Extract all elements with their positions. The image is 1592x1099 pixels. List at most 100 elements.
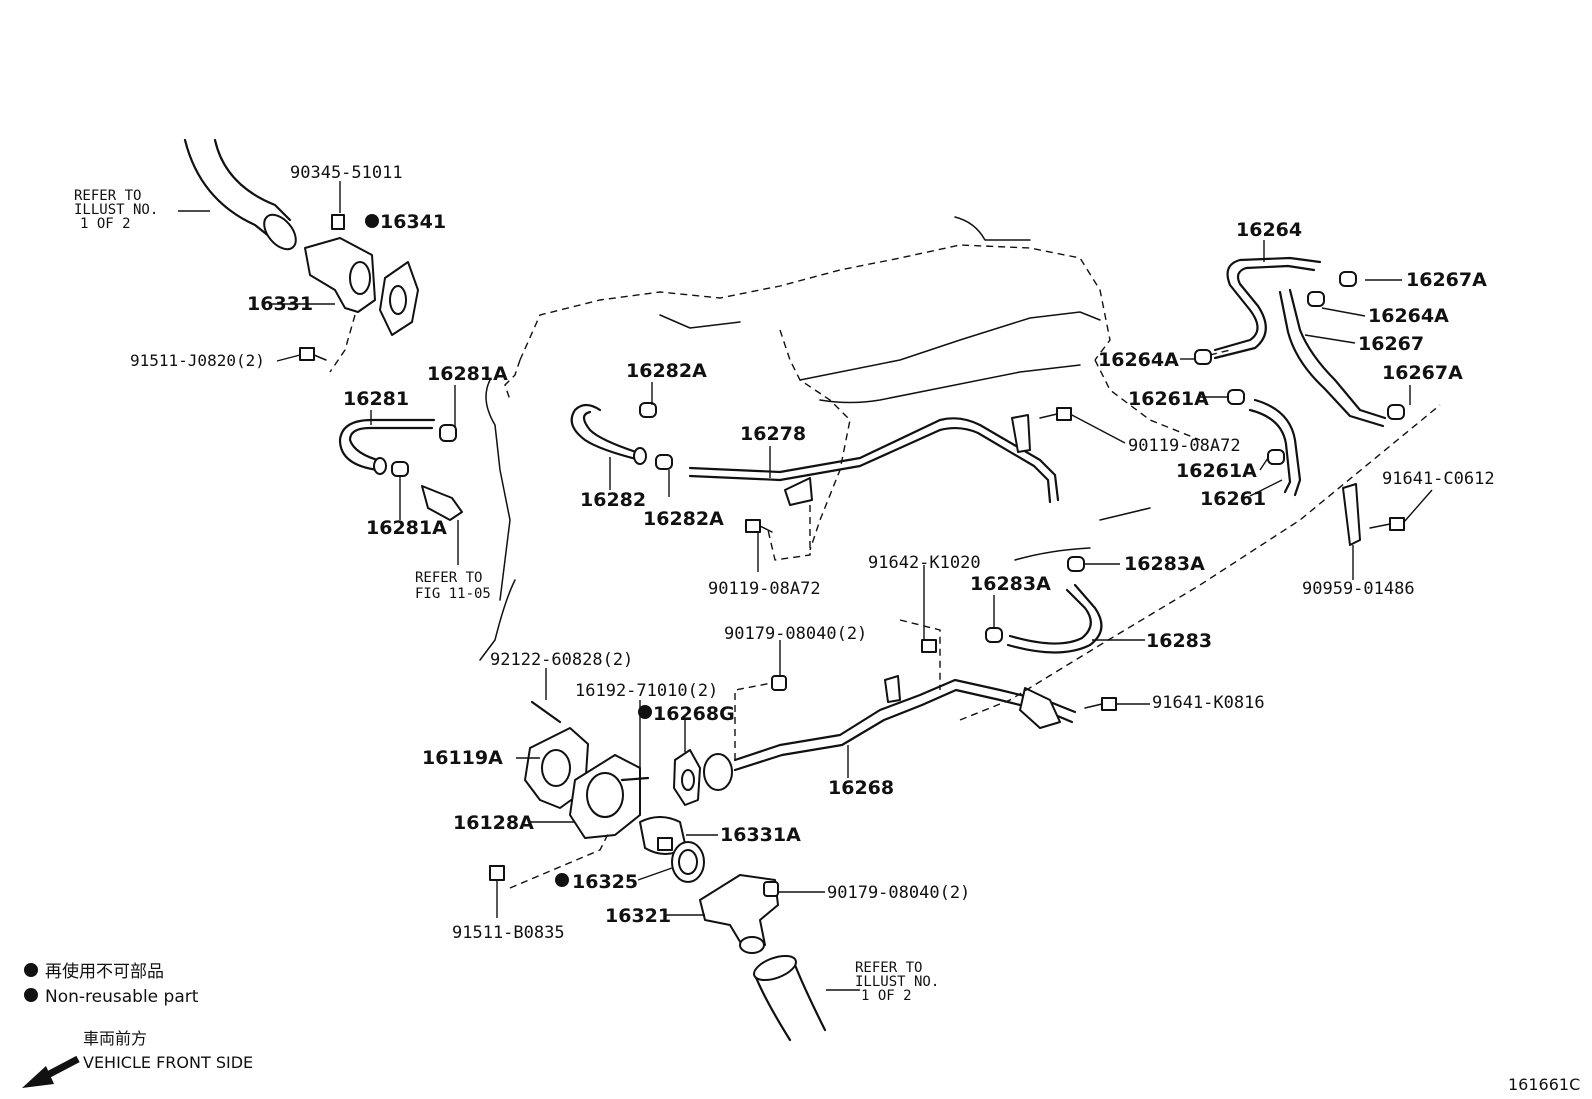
figure-code: 161661C [1508, 1075, 1580, 1094]
ref-bottom-1: REFER TO [855, 960, 922, 976]
label-16282: 16282 [580, 489, 646, 511]
nonreusable-bullet-16268g [638, 705, 652, 719]
label-16192-71010: 16192-71010(2) [575, 681, 718, 701]
label-16321: 16321 [605, 905, 671, 927]
engine-block-outline [479, 216, 1201, 661]
ref-fig-1: REFER TO [415, 570, 482, 586]
label-91641-k0816: 91641-K0816 [1152, 693, 1265, 713]
bracket-90959-01486 [1342, 483, 1361, 546]
bolt-91511-b0835 [489, 865, 505, 881]
dashed-connectors [329, 314, 1441, 889]
lower-radiator-hose [753, 954, 827, 1042]
stud-16192-71010 [620, 776, 650, 782]
label-16261a-mid: 16261A [1176, 460, 1257, 482]
clamp-16281a-top [439, 424, 457, 442]
clamp-16283a-left [985, 627, 1003, 643]
part-labels: REFER TO ILLUST NO. 1 OF 2 90345-51011 1… [74, 163, 1495, 1004]
housing-16128a [569, 754, 641, 839]
nut-90179-08040-top [771, 675, 787, 691]
label-16264a-right: 16264A [1368, 305, 1449, 327]
pipe-16268 [703, 675, 1077, 791]
label-91511-b0835: 91511-B0835 [452, 923, 565, 943]
clamp-16261a-mid [1267, 449, 1285, 465]
legend-front-en: VEHICLE FRONT SIDE [83, 1053, 253, 1072]
bolt-91641-k0816 [1084, 697, 1117, 711]
ref-top-left-1: REFER TO [74, 188, 141, 204]
ref-top-left-2: ILLUST NO. [74, 202, 158, 218]
label-91642-k1020: 91642-K1020 [868, 553, 981, 573]
label-16331a: 16331A [720, 824, 801, 846]
label-16341: 16341 [380, 211, 446, 233]
clamp-16282a-bottom [655, 454, 673, 470]
label-16283a-right: 16283A [1124, 553, 1205, 575]
label-16282a-bottom: 16282A [643, 508, 724, 530]
hose-16264 [1213, 256, 1322, 360]
clamp-16264a-left [1194, 349, 1212, 365]
ref-bottom-3: 1 OF 2 [861, 988, 912, 1004]
label-16283a-left: 16283A [970, 573, 1051, 595]
label-90179-08040-bottom: 90179-08040(2) [827, 883, 970, 903]
bolt-91511-j0820 [299, 347, 327, 361]
label-16331: 16331 [247, 293, 313, 315]
hose-16267 [1278, 288, 1387, 428]
gasket-16119a [524, 727, 589, 809]
hose-16261 [1248, 398, 1302, 497]
label-16261a-top: 16261A [1128, 388, 1209, 410]
water-inlet-16321 [699, 874, 779, 954]
clamp-16281a-bottom [391, 461, 409, 477]
nonreusable-bullet-16341 [365, 214, 379, 228]
gasket-16325 [671, 841, 705, 883]
clamp-16282a-top [639, 402, 657, 418]
clamp-16283a-right [1067, 556, 1085, 572]
label-16267a-mid: 16267A [1382, 362, 1463, 384]
gasket-16341 [379, 261, 419, 336]
nut-90179-08040-bottom [763, 881, 779, 897]
label-16281a-bottom: 16281A [366, 517, 447, 539]
legend-bullet-en [24, 988, 38, 1002]
label-16268g: 16268G [653, 703, 735, 725]
label-16281a-top: 16281A [427, 363, 508, 385]
label-92122-60828: 92122-60828(2) [490, 650, 633, 670]
legend-front-jp: 車両前方 [83, 1029, 147, 1048]
bolt-90119-08a72-upper [1039, 407, 1072, 421]
label-16128a: 16128A [453, 812, 534, 834]
label-16267a-top: 16267A [1406, 269, 1487, 291]
ref-top-left-3: 1 OF 2 [80, 216, 131, 232]
label-16267: 16267 [1358, 333, 1424, 355]
label-90179-08040-top: 90179-08040(2) [724, 624, 867, 644]
label-16268: 16268 [828, 777, 894, 799]
label-16278: 16278 [740, 423, 806, 445]
label-90119-08a72-lower: 90119-08A72 [708, 579, 821, 599]
clamp-16261a-top [1227, 389, 1245, 405]
label-16264a-left: 16264A [1098, 349, 1179, 371]
label-91641-c0612: 91641-C0612 [1382, 469, 1495, 489]
leader-lines [178, 181, 1433, 991]
fitting-ref-fig-11-05 [421, 485, 463, 521]
bolt-90119-08a72-lower [745, 519, 773, 533]
clamp-16267a-mid [1387, 404, 1405, 420]
legend-nonreusable-en: Non-reusable part [45, 987, 199, 1007]
legend-nonreusable-jp: 再使用不可部品 [45, 961, 164, 982]
hose-16281 [338, 418, 436, 475]
clamp-16267a-top [1339, 271, 1357, 287]
ref-fig-2: FIG 11-05 [415, 586, 491, 602]
stud-92122-60828 [530, 700, 562, 724]
label-16261: 16261 [1200, 488, 1266, 510]
label-90119-08a72-upper: 90119-08A72 [1128, 436, 1241, 456]
legend-bullet-jp [24, 963, 38, 977]
nonreusable-bullet-16325 [555, 873, 569, 887]
hose-16282 [570, 403, 647, 465]
label-16281: 16281 [343, 388, 409, 410]
label-16283: 16283 [1146, 630, 1212, 652]
label-90959-01486: 90959-01486 [1302, 579, 1415, 599]
clamp-16264a-right [1307, 291, 1325, 307]
label-91511-j0820: 91511-J0820(2) [130, 351, 265, 370]
legend: 再使用不可部品 Non-reusable part 車両前方 VEHICLE F… [22, 961, 253, 1088]
water-outlet-16331 [304, 214, 376, 313]
hose-16283 [1006, 583, 1103, 654]
pipe-16278 [688, 414, 1060, 506]
bolt-91642-k1020 [921, 639, 937, 653]
ref-bottom-2: ILLUST NO. [855, 974, 939, 990]
upper-radiator-hose [183, 138, 297, 251]
